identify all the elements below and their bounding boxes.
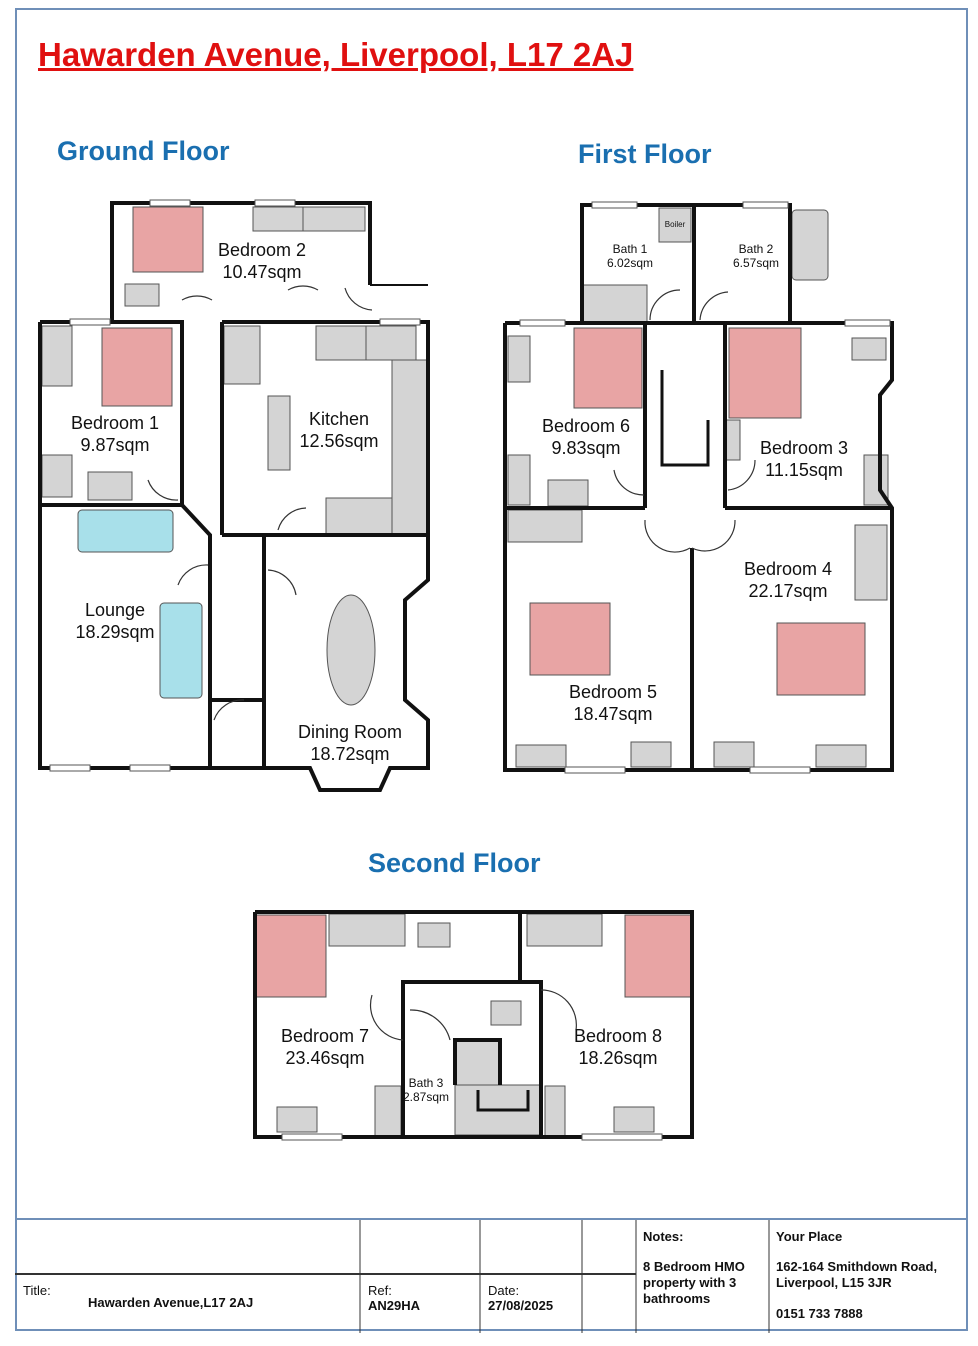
address-line-2: Liverpool, L15 3JR xyxy=(776,1275,892,1290)
title-block: Title: Hawarden Avenue,L17 2AJ Ref: AN29… xyxy=(15,1218,968,1333)
sofa-icon xyxy=(77,509,174,553)
doors xyxy=(147,285,756,1041)
furniture xyxy=(41,206,889,1137)
sofas xyxy=(77,509,203,699)
windows xyxy=(49,199,891,1141)
page-frame xyxy=(15,8,968,1331)
bed-icon xyxy=(101,327,173,407)
walls xyxy=(38,201,894,1139)
ref-value: AN29HA xyxy=(368,1298,421,1313)
bed-icon xyxy=(624,914,693,998)
notes-value: 8 Bedroom HMO property with 3 bathrooms xyxy=(643,1259,745,1306)
page-title: Hawarden Avenue, Liverpool, L17 2AJ xyxy=(38,36,634,73)
bed-icon xyxy=(573,327,643,409)
bed-icon xyxy=(132,206,204,273)
beds xyxy=(101,206,866,998)
sofa-icon xyxy=(159,602,203,699)
address-line-1: 162-164 Smithdown Road, xyxy=(776,1259,938,1274)
phone-number: 0151 733 7888 xyxy=(776,1306,863,1321)
title-block-grid xyxy=(15,1220,770,1333)
ground-floor-heading: Ground Floor xyxy=(57,136,230,166)
title-label: Title: xyxy=(23,1283,51,1298)
bed-icon xyxy=(255,914,327,998)
bed-icon xyxy=(776,622,866,696)
title-value: Hawarden Avenue,L17 2AJ xyxy=(88,1295,254,1310)
ref-label: Ref: xyxy=(368,1283,392,1298)
date-value: 27/08/2025 xyxy=(488,1298,554,1313)
first-floor-heading: First Floor xyxy=(578,139,712,169)
bed-icon xyxy=(529,602,611,676)
date-label: Date: xyxy=(488,1283,520,1298)
second-floor-heading: Second Floor xyxy=(368,848,541,878)
boiler-label: Boiler xyxy=(664,220,686,229)
company-name: Your Place xyxy=(776,1229,843,1244)
notes-label: Notes: xyxy=(643,1229,684,1244)
bed-icon xyxy=(728,327,802,419)
